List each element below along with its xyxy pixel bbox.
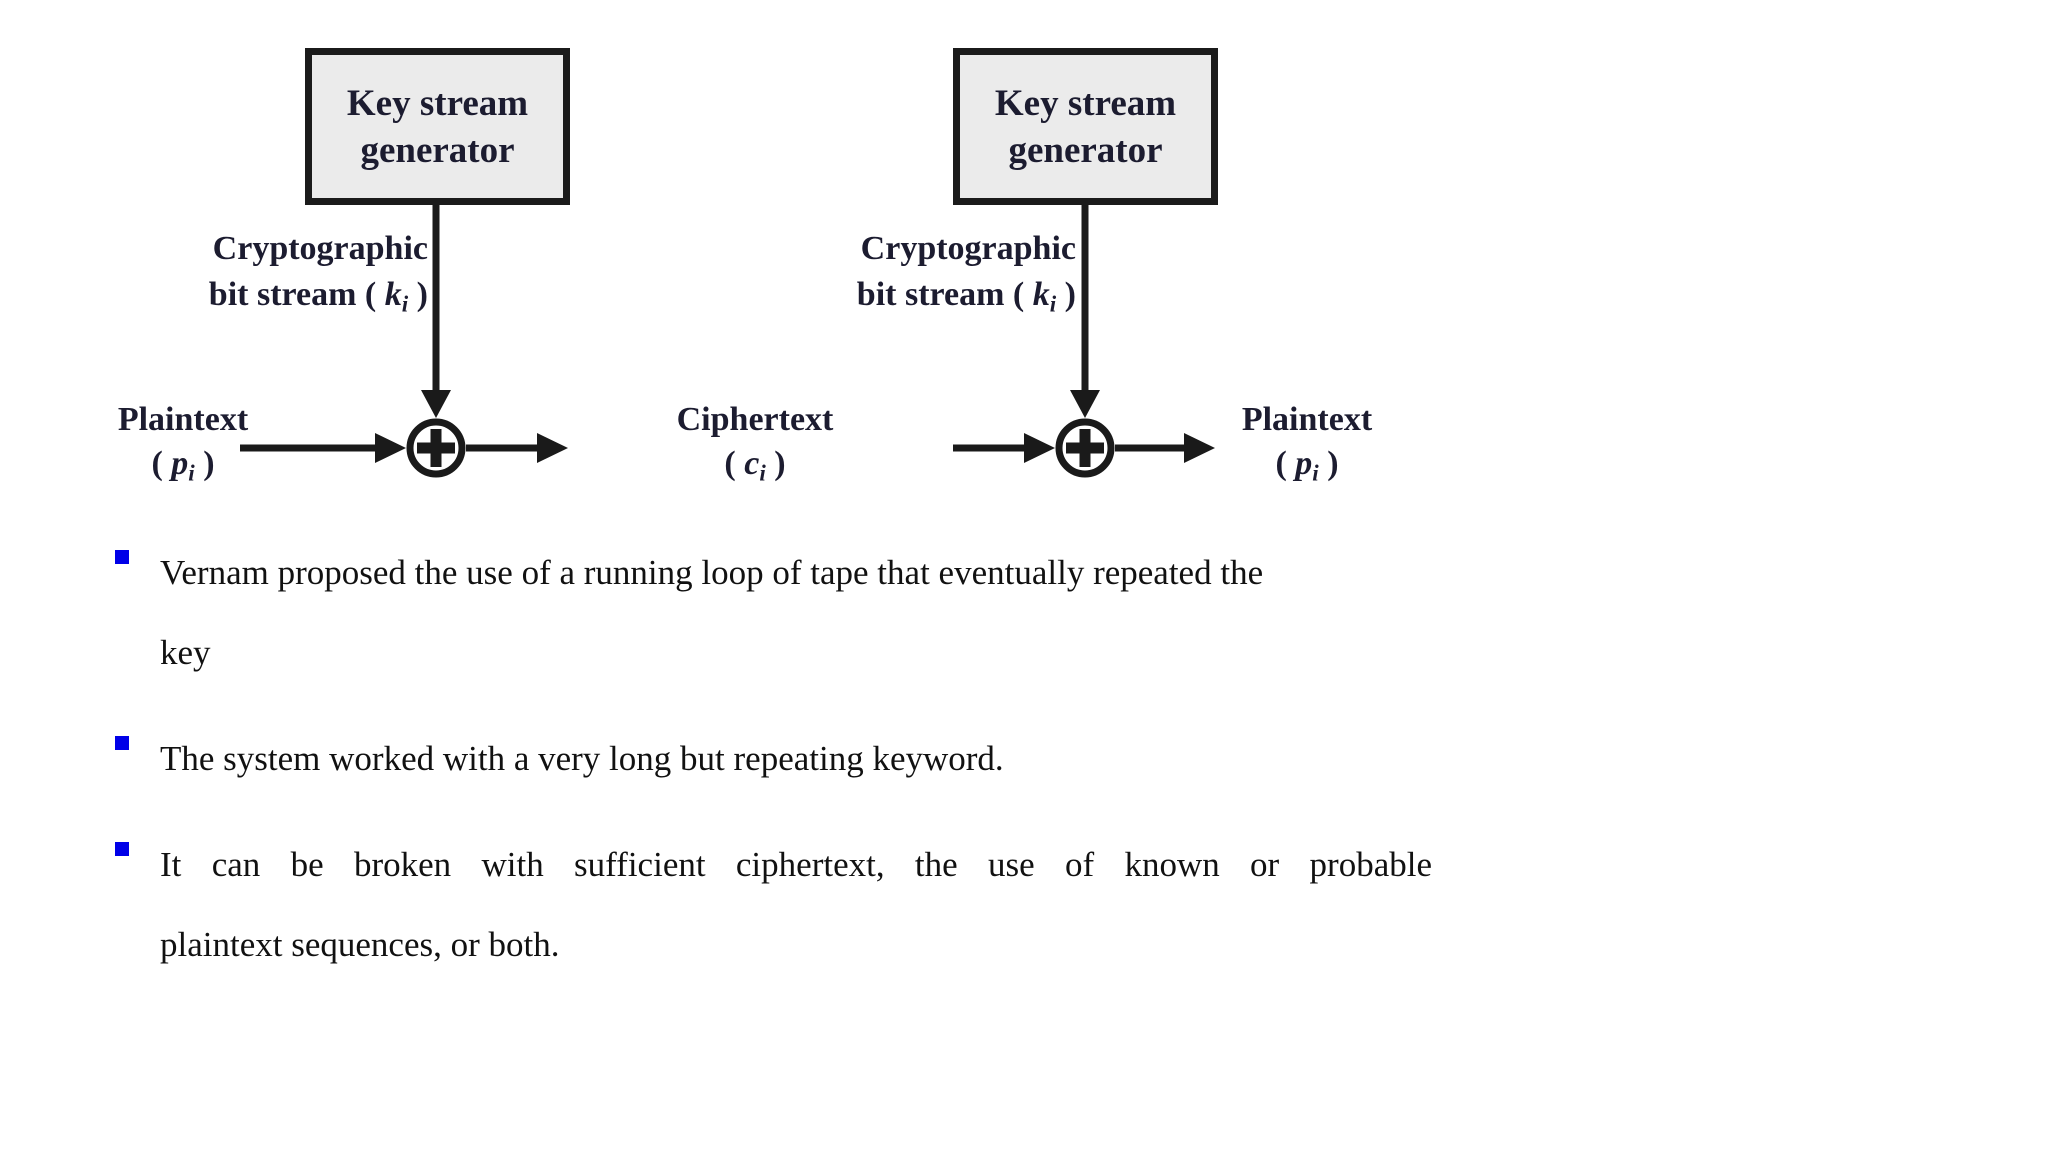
keystream-arrowhead-left — [421, 390, 451, 418]
ciphertext-arrowhead — [1024, 433, 1055, 463]
stream-cipher-diagram: Key stream generator Key stream generato… — [0, 0, 1450, 520]
plaintext-output-label: Plaintext ( pi ) — [1202, 398, 1412, 486]
plaintext-symbol: ( pi ) — [1275, 445, 1339, 487]
bullet-list: Vernam proposed the use of a running loo… — [115, 533, 1455, 1011]
keystream-generator-box-right: Key stream generator — [953, 48, 1218, 205]
ciphertext-title: Ciphertext — [676, 401, 834, 438]
keystream-arrowhead-right — [1070, 390, 1100, 418]
bullet-item: The system worked with a very long but r… — [115, 719, 1455, 799]
bullet-line: It can be broken with sufficient ciphert… — [160, 845, 1432, 884]
plaintext-title: Plaintext — [117, 401, 249, 438]
ciphertext-symbol: ( ci ) — [724, 445, 786, 487]
bullet-square-icon — [115, 736, 129, 750]
crypto-bitstream-label-left: Cryptographic bit stream ( ki ) — [108, 226, 428, 318]
bullet-line: The system worked with a very long but r… — [160, 739, 1004, 778]
keystream-generator-label: Key stream generator — [346, 82, 529, 171]
crypto-bitstream-label-right: Cryptographic bit stream ( ki ) — [756, 226, 1076, 318]
bullet-line: key — [160, 633, 211, 672]
bullet-text: It can be broken with sufficient ciphert… — [160, 825, 1432, 985]
plaintext-symbol: ( pi ) — [151, 445, 215, 487]
crypto-bitstream-line1: Cryptographic — [212, 230, 428, 267]
keystream-generator-box-left: Key stream generator — [305, 48, 570, 205]
bullet-square-icon — [115, 842, 129, 856]
xor1-output-arrowhead — [537, 433, 568, 463]
plaintext-input-label: Plaintext ( pi ) — [78, 398, 288, 486]
xor2-output-arrowhead — [1184, 433, 1215, 463]
bullet-square-icon — [115, 550, 129, 564]
bullet-line: plaintext sequences, or both. — [160, 925, 560, 964]
bullet-item: It can be broken with sufficient ciphert… — [115, 825, 1455, 985]
bullet-text: Vernam proposed the use of a running loo… — [160, 533, 1432, 693]
crypto-bitstream-line1: Cryptographic — [860, 230, 1076, 267]
bullet-line: Vernam proposed the use of a running loo… — [160, 553, 1264, 592]
plaintext-title: Plaintext — [1241, 401, 1373, 438]
diagram-arrows-layer — [240, 205, 1215, 478]
crypto-bitstream-line2: bit stream ( ki ) — [856, 276, 1076, 318]
plaintext-arrowhead-left — [375, 433, 406, 463]
keystream-generator-label: Key stream generator — [994, 82, 1177, 171]
ciphertext-label: Ciphertext ( ci ) — [650, 398, 860, 486]
crypto-bitstream-line2: bit stream ( ki ) — [208, 276, 428, 318]
bullet-item: Vernam proposed the use of a running loo… — [115, 533, 1455, 693]
bullet-text: The system worked with a very long but r… — [160, 719, 1432, 799]
